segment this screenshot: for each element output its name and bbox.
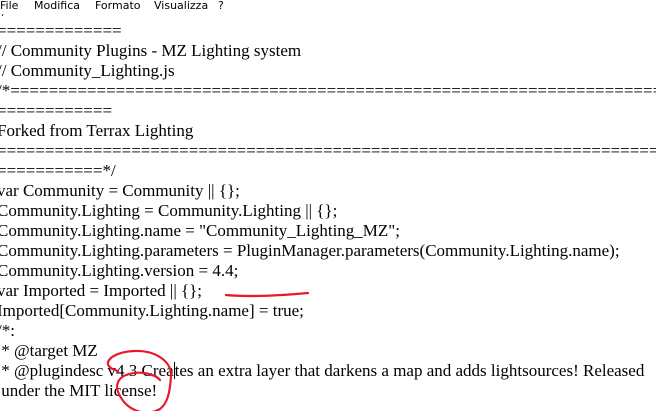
code-line[interactable]: Community.Lighting = Community.Lighting … [0,201,338,220]
code-line[interactable]: * @target MZ [0,341,98,360]
code-line[interactable]: // Community_Lighting.js [0,61,175,80]
code-line[interactable]: Community.Lighting.version = 4.4; [0,261,239,280]
code-line[interactable]: /*======================================… [0,81,656,100]
code-line[interactable]: under the MIT license! [0,381,158,400]
code-line[interactable]: ============= [0,21,122,40]
code-line[interactable]: var Community = Community || {}; [0,181,240,200]
code-line[interactable]: Community.Lighting.name = "Community_Lig… [0,221,400,240]
code-line[interactable]: /*: [0,321,15,340]
code-line[interactable]: ===========*/ [0,161,116,180]
code-line[interactable]: ============ [0,101,113,120]
code-line[interactable]: * @plugindesc v4.3 Creates an extra laye… [0,361,645,380]
menu-edit[interactable]: Modifica [34,0,80,12]
menu-view[interactable]: Visualizza [154,0,209,12]
code-line[interactable]: Community.Lighting.parameters = PluginMa… [0,241,620,260]
menu-format[interactable]: Formato [95,0,141,12]
menu-file[interactable]: File [0,0,19,12]
code-line[interactable]: Imported[Community.Lighting.name] = true… [0,301,304,320]
menu-bar: File Modifica Formato Visualizza ? [0,0,656,14]
code-line[interactable]: var Imported = Imported || {}; [0,281,203,300]
code-line[interactable]: ========================================… [0,141,656,160]
menu-help[interactable]: ? [218,0,224,12]
code-line[interactable]: Forked from Terrax Lighting [0,121,194,140]
code-line[interactable]: // Community Plugins - MZ Lighting syste… [0,41,302,60]
text-cursor [173,362,175,379]
